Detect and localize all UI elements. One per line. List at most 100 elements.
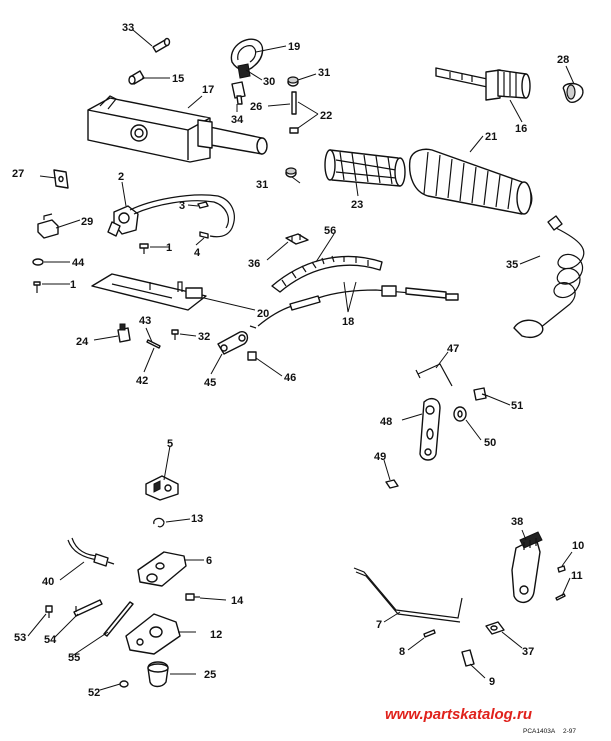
drawing-code: PCA1403A (523, 728, 556, 735)
part-lever-48 (419, 397, 441, 461)
part-pin-43 (146, 339, 161, 349)
callout-49: 49 (374, 451, 386, 463)
callout-40: 40 (42, 576, 54, 588)
part-bracket-6 (137, 551, 187, 587)
callout-32: 32 (198, 331, 210, 343)
callout-10: 10 (572, 540, 584, 552)
part-bracket-29 (37, 213, 59, 239)
callout-44: 44 (72, 257, 85, 269)
callout-1a: 1 (166, 242, 172, 254)
part-cable-18 (249, 285, 459, 329)
callout-14: 14 (231, 595, 244, 607)
callout-47: 47 (447, 343, 459, 355)
callout-31b: 31 (256, 179, 268, 191)
callout-19: 19 (288, 41, 300, 53)
part-pin-11 (555, 593, 566, 601)
part-pin-26 (291, 91, 297, 115)
part-strap-54 (73, 599, 103, 617)
part-clip-13 (153, 517, 165, 528)
callout-29: 29 (81, 216, 93, 228)
part-screw-51 (473, 387, 489, 401)
part-tiller-arm-17 (87, 95, 268, 163)
part-nut-31a (287, 76, 299, 87)
callout-52: 52 (88, 687, 100, 699)
callout-54: 54 (44, 634, 57, 646)
callout-27: 27 (12, 168, 24, 180)
callout-28: 28 (557, 54, 569, 66)
callout-45: 45 (204, 377, 216, 389)
callout-42: 42 (136, 375, 148, 387)
callout-11: 11 (571, 570, 583, 582)
part-conduit-56 (271, 255, 383, 293)
part-grip-insert-23 (324, 149, 406, 187)
callout-7: 7 (376, 619, 382, 631)
part-nut-31b (285, 167, 297, 178)
part-link-45 (217, 331, 249, 355)
callout-51: 51 (511, 400, 523, 412)
callout-53: 53 (14, 632, 26, 644)
part-screw-46 (247, 351, 257, 361)
part-throttle-shaft-16 (435, 67, 531, 101)
callout-1b: 1 (70, 279, 76, 291)
leader-lines (27, 29, 575, 691)
part-shift-handle-38 (511, 531, 543, 603)
part-clip-36 (285, 233, 309, 245)
part-cover-12 (125, 613, 181, 655)
callout-37: 37 (522, 646, 534, 658)
callout-12: 12 (210, 629, 222, 641)
part-pin-33 (152, 37, 171, 53)
part-strap-55 (103, 601, 134, 637)
callout-3: 3 (179, 200, 185, 212)
callout-35: 35 (506, 259, 518, 271)
callout-25: 25 (204, 669, 216, 681)
callout-36: 36 (248, 258, 260, 270)
part-lanyard-35 (513, 215, 585, 338)
part-clip-27 (53, 169, 69, 189)
part-wire-terminal-4 (199, 231, 209, 239)
callout-17: 17 (202, 84, 214, 96)
callout-5: 5 (167, 438, 173, 450)
part-rod-7 (353, 567, 463, 623)
callout-34: 34 (231, 114, 244, 126)
callout-15: 15 (172, 73, 184, 85)
part-pin-10 (557, 565, 566, 573)
part-switch-24 (117, 323, 131, 343)
part-washer-22 (289, 127, 299, 134)
callout-48: 48 (380, 416, 392, 428)
part-washer-44 (32, 258, 44, 266)
callout-31a: 31 (318, 67, 330, 79)
part-washer-50 (453, 406, 467, 422)
part-wire-terminal-3 (197, 201, 209, 209)
callout-21: 21 (485, 131, 497, 143)
callout-8: 8 (399, 646, 405, 658)
part-screw-32 (171, 329, 179, 340)
part-screw-1b (33, 281, 41, 293)
callout-labels: 33 15 17 19 30 34 31 26 22 28 16 21 23 3… (12, 22, 584, 699)
part-cap-28 (562, 82, 584, 103)
part-pin-8 (423, 629, 436, 638)
part-screw-53 (45, 605, 53, 618)
part-screw-14 (185, 593, 200, 601)
callout-16: 16 (515, 123, 527, 135)
watermark-url: www.partskatalog.ru (385, 706, 532, 723)
callout-55: 55 (68, 652, 80, 664)
callout-20: 20 (257, 308, 269, 320)
part-bracket-5 (145, 475, 179, 501)
part-nut-52 (119, 680, 129, 688)
part-knob-25 (147, 661, 169, 688)
callout-26: 26 (250, 101, 262, 113)
part-lock-loop-19 (230, 38, 264, 79)
drawing-date: 2-97 (563, 728, 576, 735)
part-sleeve-15 (128, 70, 145, 85)
callout-24: 24 (76, 336, 89, 348)
part-pin-9 (461, 649, 475, 667)
callout-50: 50 (484, 437, 496, 449)
callout-2: 2 (118, 171, 124, 183)
part-rod-47 (415, 363, 453, 387)
callout-30: 30 (263, 76, 275, 88)
callout-38: 38 (511, 516, 523, 528)
callout-4: 4 (194, 247, 201, 259)
callout-6: 6 (206, 555, 212, 567)
part-nut-49 (385, 479, 399, 489)
